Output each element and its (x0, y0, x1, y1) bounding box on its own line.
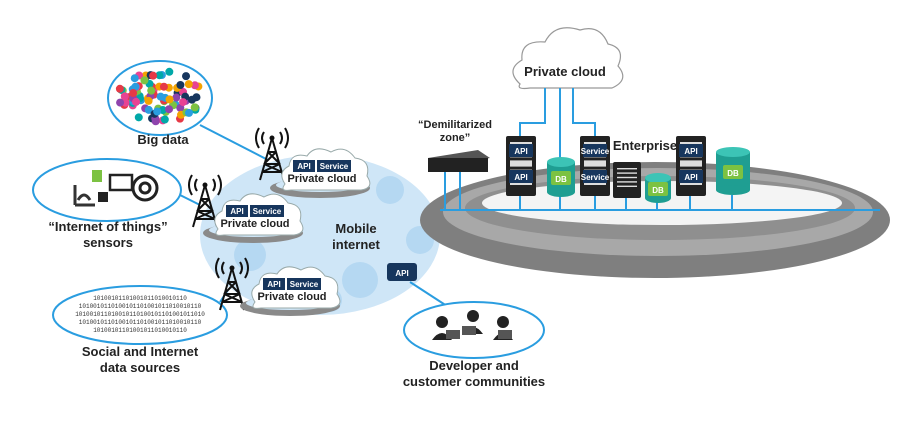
server-rack (613, 162, 641, 198)
developer-label: Developer and (429, 358, 519, 373)
data-dot (144, 96, 153, 105)
data-dot (179, 98, 188, 107)
api-badge (226, 205, 248, 217)
service-badge (287, 278, 321, 290)
iot-label: “Internet of things” (48, 219, 167, 234)
data-dot (134, 113, 143, 122)
database-icon: DB (645, 173, 671, 203)
tablet-icon (108, 173, 134, 192)
data-dot (151, 117, 160, 126)
rack-badge-label: API (684, 173, 697, 182)
data-dot (149, 71, 158, 80)
svg-text:10100101101001011010010110: 10100101101001011010010110 (93, 295, 187, 302)
api-badge (293, 160, 315, 172)
big-data-bubble (107, 60, 213, 136)
dmz-label: “Demilitarized (418, 119, 492, 131)
rack-badge-label: API (514, 147, 527, 156)
iot-bubble (32, 158, 182, 222)
enterprise-connectors (440, 88, 880, 211)
api-badge-label: API (395, 269, 408, 278)
private-cloud-label: Private cloud (220, 218, 289, 230)
data-dot (190, 81, 199, 90)
data-dot (130, 74, 139, 83)
dmz-server-icon (428, 150, 490, 172)
svg-text:101001011010010110100101101001: 1010010110100101101001011010010110 (79, 319, 202, 326)
social-label: Social and Internet (82, 344, 199, 359)
private-cloud-label: Private cloud (287, 173, 356, 185)
data-dot (159, 82, 168, 91)
sensor-icon (73, 185, 95, 207)
data-dot (182, 72, 191, 81)
dmz-label-2: zone” (440, 132, 471, 144)
server-rack: API API (676, 136, 706, 196)
device-icon (92, 170, 102, 182)
database-icon: DB (716, 147, 750, 195)
server-rack: API API (506, 136, 536, 196)
api-badge-label: API (230, 207, 243, 216)
data-dot (155, 71, 164, 80)
data-dot (153, 107, 162, 116)
data-dot (115, 84, 124, 93)
data-dot (140, 76, 149, 85)
enterprise-label: Enterprise (613, 138, 677, 153)
mobile-internet-label: Mobile (335, 221, 376, 236)
data-dot (165, 67, 174, 76)
service-badge (317, 160, 351, 172)
private-cloud-main-label: Private cloud (524, 64, 606, 79)
data-dot (176, 80, 185, 89)
people-icon (432, 310, 513, 340)
db-label: DB (555, 175, 567, 184)
social-data-bubble: 10100101101001011010010110 1010010110100… (52, 285, 228, 345)
service-badge-label: Service (253, 207, 282, 216)
service-badge-label: Service (320, 162, 349, 171)
svg-text:101001011010010110100101101001: 1010010110100101101001011010010110 (79, 303, 202, 310)
data-dot (131, 82, 140, 91)
service-badge (250, 205, 284, 217)
signal-icon (131, 174, 159, 202)
svg-text:10100101101001011010010110: 10100101101001011010010110 (93, 327, 187, 334)
data-dot (144, 105, 153, 114)
data-dot (187, 95, 196, 104)
data-dot (120, 92, 129, 101)
api-badge (387, 263, 417, 281)
iot-label-2: sensors (83, 235, 133, 250)
developer-community-bubble (403, 301, 545, 359)
data-dot (165, 95, 174, 104)
data-dot (172, 93, 181, 102)
data-dot (116, 98, 125, 107)
db-label: DB (727, 169, 739, 178)
db-label: DB (652, 186, 664, 195)
data-dot (147, 86, 156, 95)
svg-text:101001011010010110100101101001: 101001011010010110100101101001011010 (75, 311, 205, 318)
data-dot (156, 92, 165, 101)
data-dot (165, 105, 174, 114)
mobile-internet-label-2: internet (332, 237, 380, 252)
data-dot (190, 103, 199, 112)
api-badge (263, 278, 285, 290)
api-badge-label: API (267, 280, 280, 289)
data-dot (129, 89, 138, 98)
developer-label-2: customer communities (403, 374, 545, 389)
data-dot (184, 108, 193, 117)
api-badge-label: API (297, 162, 310, 171)
database-icon: DB (547, 157, 575, 197)
big-data-label: Big data (137, 132, 189, 147)
private-cloud-label: Private cloud (257, 291, 326, 303)
data-dot (184, 80, 193, 89)
chip-icon (98, 192, 108, 202)
data-dot (160, 115, 169, 124)
rack-badge-label: API (684, 147, 697, 156)
rack-badge-label: Service (581, 173, 610, 182)
rack-badge-label: Service (581, 147, 610, 156)
private-cloud-main (512, 27, 624, 90)
social-label-2: data sources (100, 360, 180, 375)
rack-badge-label: API (514, 173, 527, 182)
data-dot (132, 97, 141, 106)
service-badge-label: Service (290, 280, 319, 289)
